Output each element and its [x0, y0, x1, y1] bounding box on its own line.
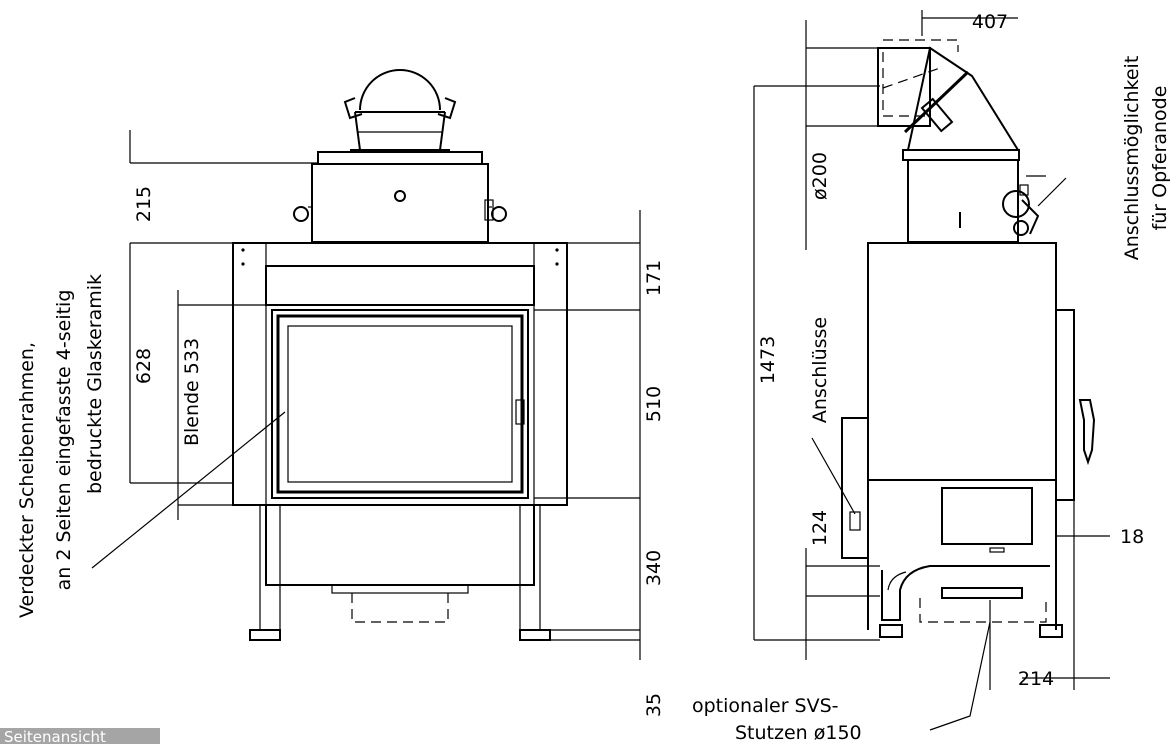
label-anode-line-1: Anschlussmöglichkeit	[1121, 56, 1143, 261]
dim-35: 35	[643, 693, 665, 717]
label-svs-line-2: Stutzen ø150	[735, 722, 862, 744]
dim-171: 171	[643, 260, 665, 296]
side-main-body	[841, 242, 1096, 638]
dim-340: 340	[643, 550, 665, 586]
dim-124: 124	[809, 510, 831, 546]
dim-blende-533: Blende 533	[181, 338, 203, 446]
dim-215: 215	[133, 186, 155, 222]
dim-510: 510	[643, 386, 665, 422]
dim-1473: 1473	[757, 336, 779, 384]
view-tab[interactable]: Seitenansicht	[0, 728, 160, 744]
front-dimension-lines	[129, 130, 641, 660]
label-anode-line-2: für Opferanode	[1149, 86, 1171, 231]
dim-200: ø200	[809, 152, 831, 200]
front-main-frame	[232, 242, 568, 506]
anode-leader	[1037, 177, 1067, 207]
front-base	[249, 504, 551, 641]
note-line-1: Verdeckter Scheibenrahmen,	[16, 342, 38, 618]
note-line-2: an 2 Seiten eingefasste 4-seitig	[53, 290, 75, 591]
dim-214: 214	[1018, 668, 1054, 690]
front-glass-window	[271, 309, 529, 499]
svs-leader	[929, 621, 991, 731]
note-leader-line	[91, 411, 286, 569]
note-line-3: bedruckte Glaskeramik	[84, 274, 106, 494]
front-flue-pipe	[343, 69, 457, 151]
side-upper-cylinder	[907, 159, 1040, 243]
front-upper-box	[293, 151, 507, 243]
dim-628: 628	[133, 348, 155, 384]
side-dimension-lines	[753, 10, 1110, 690]
dim-18: 18	[1120, 526, 1144, 548]
label-connections: Anschlüsse	[809, 317, 831, 423]
side-flue-elbow	[877, 39, 1020, 161]
side-view: 407 ø200 1473 124 18 214 Anschlüsse Ansc…	[692, 10, 1171, 744]
front-view: 215 628 Blende 533 171 510 340 35 Verdec…	[16, 69, 665, 717]
connections-leader	[811, 437, 856, 515]
view-tab-label: Seitenansicht	[4, 728, 106, 744]
dim-407: 407	[972, 11, 1008, 33]
label-svs-line-1: optionaler SVS-	[692, 695, 839, 717]
